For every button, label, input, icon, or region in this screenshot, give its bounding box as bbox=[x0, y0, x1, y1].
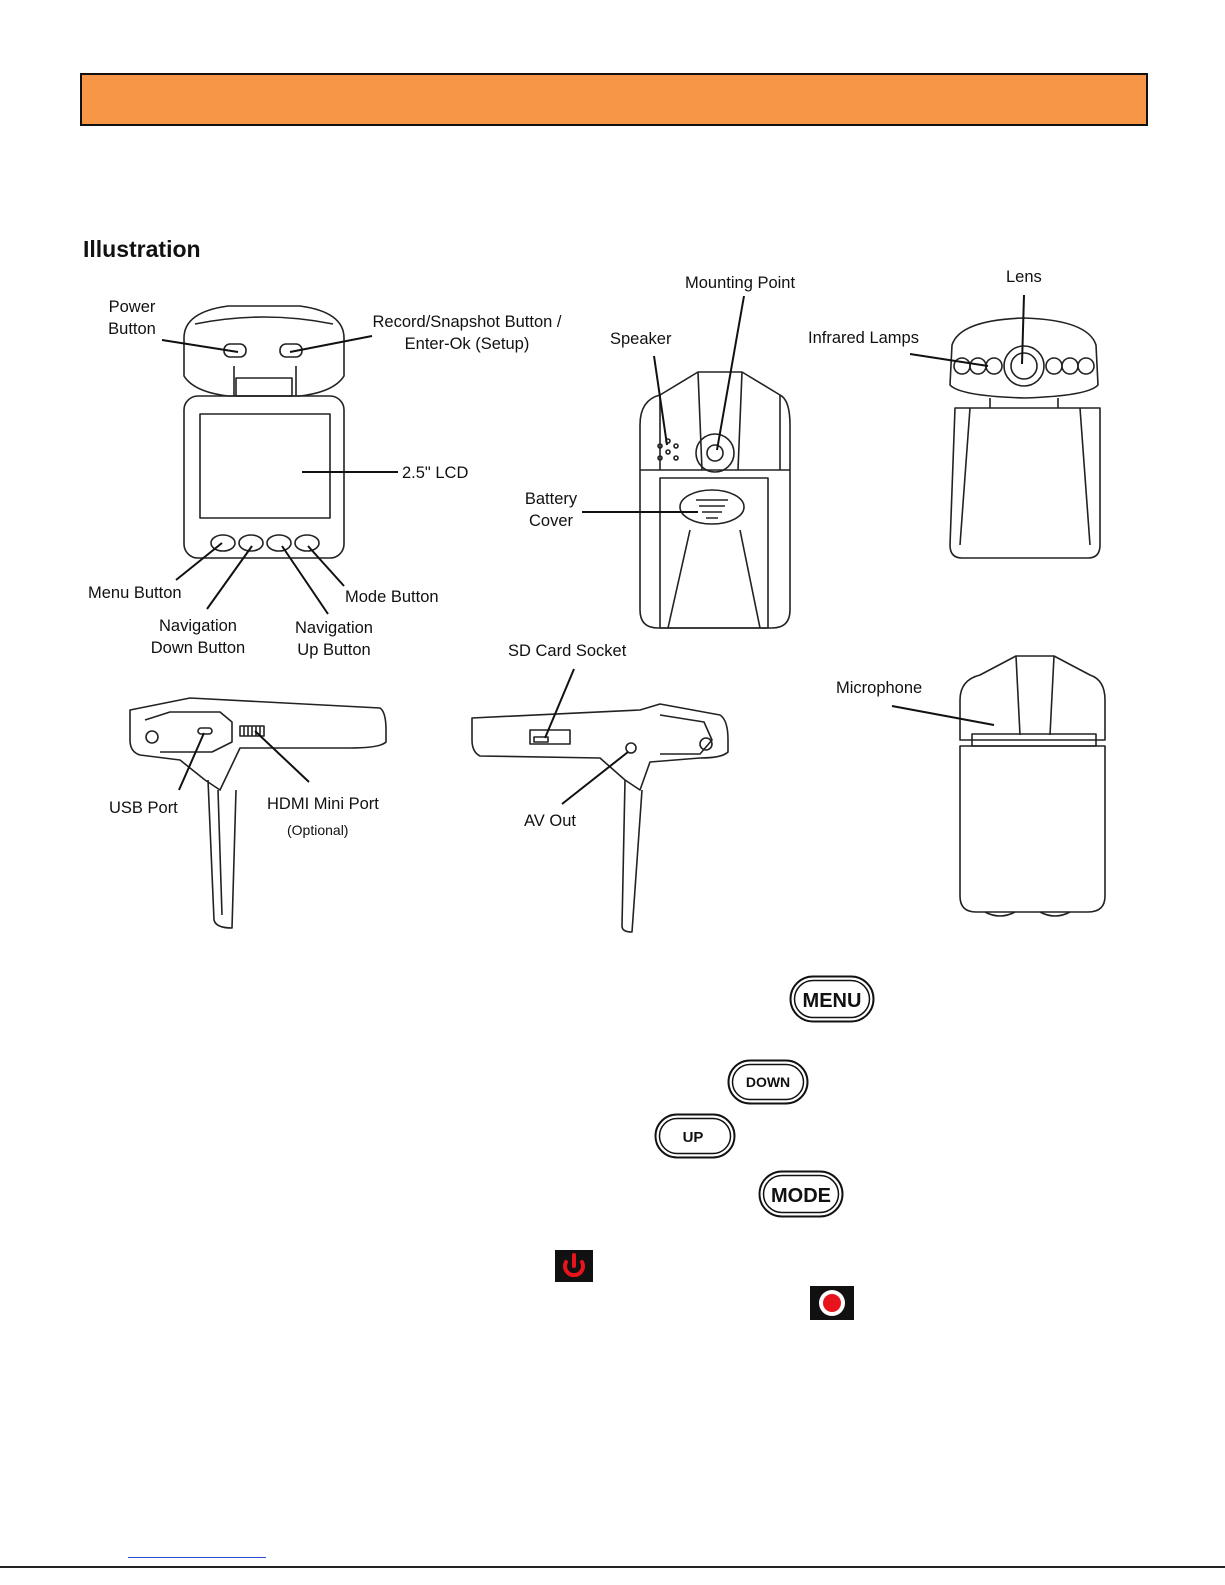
label-av-out: AV Out bbox=[524, 810, 576, 832]
label-battery-cover: Battery Cover bbox=[520, 488, 582, 532]
label-menu-button: Menu Button bbox=[88, 582, 182, 604]
mode-key-icon: MODE bbox=[758, 1170, 844, 1218]
label-mode-button: Mode Button bbox=[345, 586, 439, 608]
label-microphone: Microphone bbox=[836, 677, 922, 699]
microphone-view-camera bbox=[960, 656, 1105, 916]
label-mounting-point: Mounting Point bbox=[685, 272, 801, 294]
record-icon bbox=[810, 1286, 854, 1320]
lens-view-camera bbox=[950, 318, 1100, 558]
mode-key-label: MODE bbox=[771, 1185, 831, 1207]
label-lens: Lens bbox=[1006, 266, 1042, 288]
front-view-camera bbox=[184, 306, 344, 558]
menu-key-label: MENU bbox=[803, 990, 862, 1012]
label-lcd: 2.5" LCD bbox=[402, 462, 468, 484]
label-infrared-lamps: Infrared Lamps bbox=[808, 327, 919, 349]
footer-rule bbox=[0, 1566, 1225, 1568]
power-icon bbox=[555, 1250, 593, 1282]
label-record-button: Record/Snapshot Button / Enter-Ok (Setup… bbox=[358, 311, 576, 355]
label-power-button: Power Button bbox=[100, 296, 164, 340]
footer-link-underline bbox=[128, 1557, 266, 1558]
label-hdmi-mini-port: HDMI Mini Port bbox=[267, 793, 379, 815]
up-key-label: UP bbox=[683, 1129, 704, 1146]
up-key-icon: UP bbox=[654, 1113, 736, 1159]
label-optional: (Optional) bbox=[287, 819, 348, 841]
bottom-view-right-camera bbox=[472, 704, 728, 932]
label-nav-down: Navigation Down Button bbox=[142, 615, 254, 659]
label-sd-card-socket: SD Card Socket bbox=[508, 640, 626, 662]
down-key-icon: DOWN bbox=[727, 1059, 809, 1105]
label-usb-port: USB Port bbox=[109, 797, 178, 819]
down-key-label: DOWN bbox=[746, 1074, 790, 1090]
menu-key-icon: MENU bbox=[789, 975, 875, 1023]
label-speaker: Speaker bbox=[610, 328, 671, 350]
label-nav-up: Navigation Up Button bbox=[284, 617, 384, 661]
